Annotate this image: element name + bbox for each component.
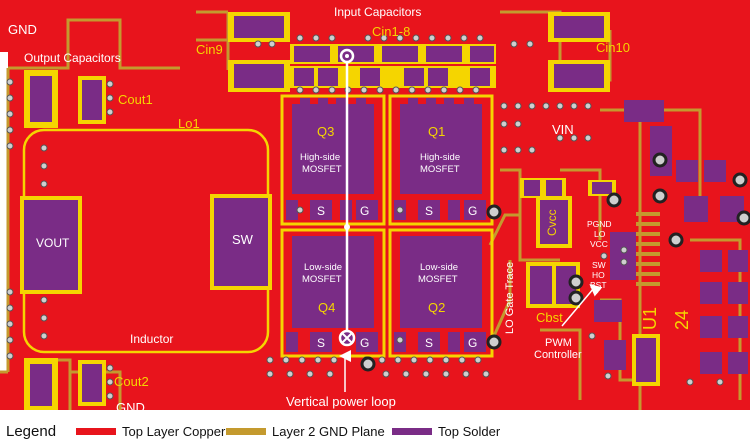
- cvcc-label: Cvcc: [545, 209, 559, 236]
- legend-item-gnd-plane: Layer 2 GND Plane: [226, 424, 385, 439]
- pwm-arrow: [561, 284, 603, 327]
- q4-s-pin: S: [317, 336, 325, 350]
- q3-s-pin: S: [317, 204, 325, 218]
- lo-gate-trace-label: LO Gate Trace: [504, 262, 516, 334]
- input-capacitors-label: Input Capacitors: [334, 5, 421, 19]
- q2-desc-2: MOSFET: [418, 274, 458, 285]
- q2-label: Q2: [428, 300, 445, 315]
- q1-desc-1: High-side: [420, 152, 460, 163]
- q1-s-pin: S: [425, 204, 433, 218]
- vcc-pin-label: VCC: [590, 239, 608, 249]
- vin-label: VIN: [552, 122, 574, 137]
- vias: [6, 34, 724, 400]
- board-edge-left: [0, 52, 8, 372]
- pgnd-pin-label: PGND: [587, 219, 612, 229]
- vout-pad: [24, 200, 78, 290]
- u1-label: U1: [640, 307, 660, 330]
- pwm-label-1: PWM: [545, 337, 572, 349]
- cin9-label: Cin9: [196, 42, 223, 57]
- q3-label: Q3: [317, 124, 334, 139]
- legend-label-gnd-plane: Layer 2 GND Plane: [272, 424, 385, 439]
- q4-g-pin: G: [360, 336, 369, 350]
- q1-label: Q1: [428, 124, 445, 139]
- num-24-label: 24: [672, 310, 692, 330]
- vertical-power-loop-label: Vertical power loop: [286, 394, 396, 409]
- input-capacitors: [228, 12, 610, 92]
- legend-item-copper: Top Layer Copper: [76, 424, 225, 439]
- legend-label-solder: Top Solder: [438, 424, 501, 439]
- mosfet-outlines: [280, 94, 494, 358]
- legend-item-solder: Top Solder: [392, 424, 500, 439]
- output-capacitors: [24, 70, 106, 410]
- inductor-label: Inductor: [130, 332, 173, 346]
- q4-label: Q4: [318, 300, 335, 315]
- q3-g-pin: G: [360, 204, 369, 218]
- legend: Legend Top Layer Copper Layer 2 GND Plan…: [0, 420, 750, 442]
- large-vias: [360, 152, 750, 372]
- lo1-label: Lo1: [178, 116, 200, 131]
- labels: GND Output Capacitors Cout1 Lo1 VOUT Ind…: [8, 5, 692, 415]
- q2-s-pin: S: [425, 336, 433, 350]
- q3-desc-2: MOSFET: [302, 164, 342, 175]
- q2-desc-1: Low-side: [420, 262, 458, 273]
- cin1-8-label: Cin1-8: [372, 24, 410, 39]
- q3-desc-1: High-side: [300, 152, 340, 163]
- legend-swatch-copper: [76, 428, 116, 435]
- q2-g-pin: G: [468, 336, 477, 350]
- bst-pin-label: BST: [590, 280, 607, 290]
- pcb-layout: GND Output Capacitors Cout1 Lo1 VOUT Ind…: [0, 0, 750, 420]
- q4-desc-1: Low-side: [304, 262, 342, 273]
- output-capacitors-label: Output Capacitors: [24, 51, 121, 65]
- legend-label-copper: Top Layer Copper: [122, 424, 226, 439]
- sw-pin-label: SW: [592, 260, 606, 270]
- cin10-label: Cin10: [596, 40, 630, 55]
- ho-pin-label: HO: [592, 270, 605, 280]
- vertical-power-loop: [338, 48, 356, 392]
- controller-components: [520, 100, 748, 386]
- cout2-label: Cout2: [114, 374, 149, 389]
- legend-swatch-solder: [392, 428, 432, 435]
- mosfet-bodies: [292, 98, 482, 328]
- q1-g-pin: G: [468, 204, 477, 218]
- cbst-label: Cbst: [536, 310, 563, 325]
- lo-pin-label: LO: [594, 229, 606, 239]
- gnd-top-label: GND: [8, 22, 37, 37]
- pwm-label-2: Controller: [534, 349, 582, 361]
- pcb-svg: GND Output Capacitors Cout1 Lo1 VOUT Ind…: [0, 0, 750, 420]
- cout1-label: Cout1: [118, 92, 153, 107]
- legend-title: Legend: [6, 423, 57, 440]
- sw-pad: [214, 198, 268, 286]
- sw-label: SW: [232, 232, 254, 247]
- legend-swatch-gnd-plane: [226, 428, 266, 435]
- gnd-bottom-label: GND: [116, 400, 145, 415]
- q1-desc-2: MOSFET: [420, 164, 460, 175]
- q4-desc-2: MOSFET: [302, 274, 342, 285]
- board-edge-bottom: [0, 410, 750, 420]
- vout-label: VOUT: [36, 236, 70, 250]
